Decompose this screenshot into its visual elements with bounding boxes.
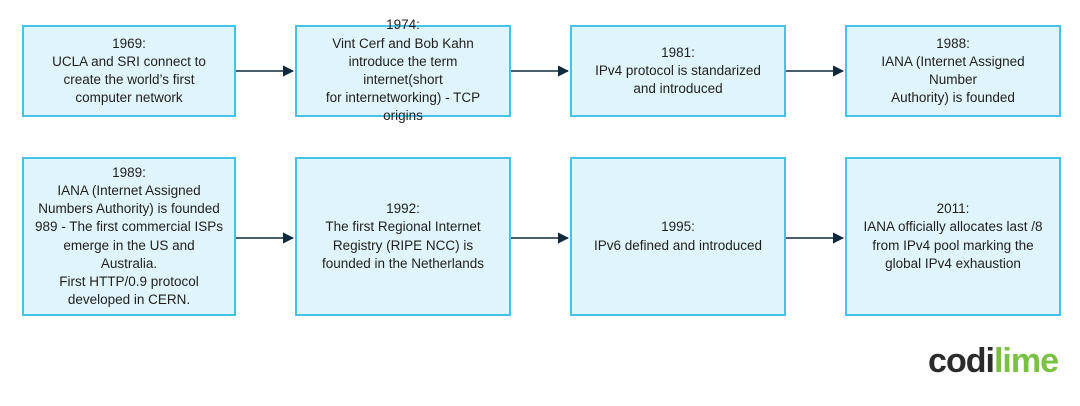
timeline-box-text: 1974: Vint Cerf and Bob Kahn introduce t…	[325, 17, 481, 124]
timeline-box-1988: 1988: IANA (Internet Assigned Number Aut…	[845, 25, 1061, 117]
timeline-box-1981: 1981: IPv4 protocol is standarized and i…	[570, 25, 786, 117]
timeline-box-1995: 1995: IPv6 defined and introduced	[570, 157, 786, 316]
timeline-box-text: 1992: The first Regional Internet Regist…	[321, 201, 485, 271]
codilime-logo: codilime	[928, 342, 1059, 380]
timeline-box-1969: 1969: UCLA and SRI connect to create the…	[22, 25, 236, 117]
timeline-box-text: 1989: IANA (Internet Assigned Numbers Au…	[34, 164, 224, 308]
timeline-box-2011: 2011: IANA officially allocates last /8 …	[845, 157, 1061, 316]
timeline-box-text: 1969: UCLA and SRI connect to create the…	[52, 35, 206, 106]
timeline-box-text: 1981: IPv4 protocol is standarized and i…	[595, 44, 761, 97]
timeline-box-text: 1988: IANA (Internet Assigned Number Aut…	[881, 35, 1025, 106]
logo-text-codi: codi	[928, 342, 995, 380]
timeline-box-text: 1995: IPv6 defined and introduced	[593, 219, 763, 253]
timeline-box-1992: 1992: The first Regional Internet Regist…	[295, 157, 511, 316]
timeline-box-1974: 1974: Vint Cerf and Bob Kahn introduce t…	[295, 17, 511, 123]
logo-text-lime: lime	[993, 342, 1059, 380]
timeline-box-text: 2011: IANA officially allocates last /8 …	[863, 201, 1043, 271]
timeline-box-1989: 1989: IANA (Internet Assigned Numbers Au…	[22, 157, 236, 316]
